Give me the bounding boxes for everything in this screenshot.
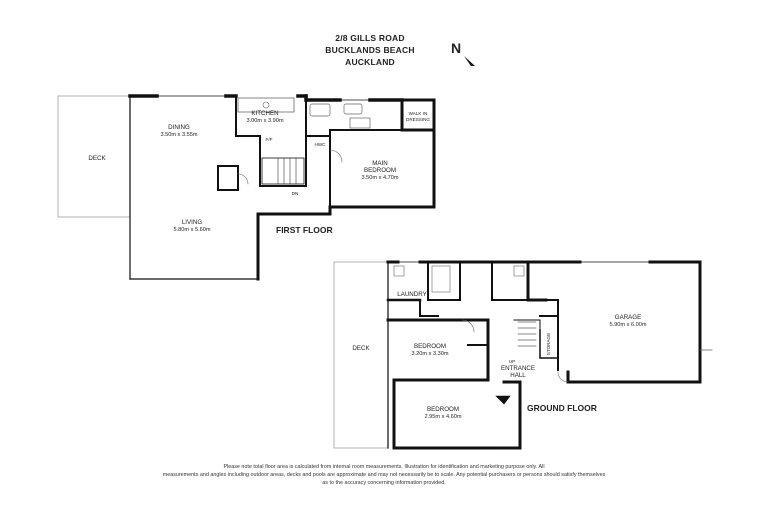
entrance-hall-label-2: HALL [510,372,526,379]
disclaimer: Please note total floor area is calculat… [110,464,658,487]
garage-label: GARAGE [615,314,641,321]
dining-size: 3.50m x 3.55m [161,132,198,138]
living-size: 5.80m x 5.60m [174,227,211,233]
hwc-label: HWC [315,142,327,147]
entrance-up-label: UP [509,359,515,364]
disclaimer-line-1: Please note total floor area is calculat… [223,464,545,470]
address-line-2: BUCKLANDS BEACH [325,45,415,55]
main-bedroom-label-1: MAIN [372,160,387,167]
walk-in-label-1: WALK IN [409,111,428,116]
north-arrow-icon [464,56,475,69]
storage-label: STORAGE [546,333,551,355]
address-line-1: 2/8 GILLS ROAD [335,33,405,43]
first-floor-label: FIRST FLOOR [276,225,333,235]
kitchen-size: 3.00m x 3.90m [247,118,284,124]
gf-deck-label: DECK [352,345,370,352]
garage-size: 5.90m x 6.00m [610,322,647,328]
bedroom-1-size: 3.20m x 3.30m [412,351,449,357]
address-line-3: AUCKLAND [345,57,395,67]
disclaimer-line-3: as to the accuracy concerning informatio… [322,479,446,486]
fridge-label: F/F [266,137,273,142]
ground-floor-deck [333,261,389,449]
kitchen-label: KITCHEN [251,110,278,117]
disclaimer-line-2: measurements and angles including outdoo… [162,471,606,478]
ground-floor-label: GROUND FLOOR [527,403,597,413]
ground-floor-plan: DECK LAUNDRY BEDROOM 3.20m x 3.30m BEDRO… [333,260,713,450]
north-label: N [451,40,462,56]
entrance-hall-label-1: ENTRANCE [501,365,535,372]
walk-in-label-2: DRESSING [406,117,430,122]
ff-deck-label: DECK [88,155,106,162]
dining-label: DINING [168,124,190,131]
living-label: LIVING [182,219,202,226]
main-bedroom-size: 3.50m x 4.70m [362,175,399,181]
bedroom-1-label: BEDROOM [414,343,446,350]
bedroom-2-size: 2.95m x 4.60m [425,414,462,420]
first-floor-plan: DECK DINING 3.50m x 3.55m KITCHEN 3.00m … [57,94,436,281]
bedroom-2-label: BEDROOM [427,406,459,413]
main-bedroom-label-2: BEDROOM [364,167,396,174]
laundry-label: LAUNDRY [397,291,426,298]
stairs-down-label: DN [292,191,299,196]
